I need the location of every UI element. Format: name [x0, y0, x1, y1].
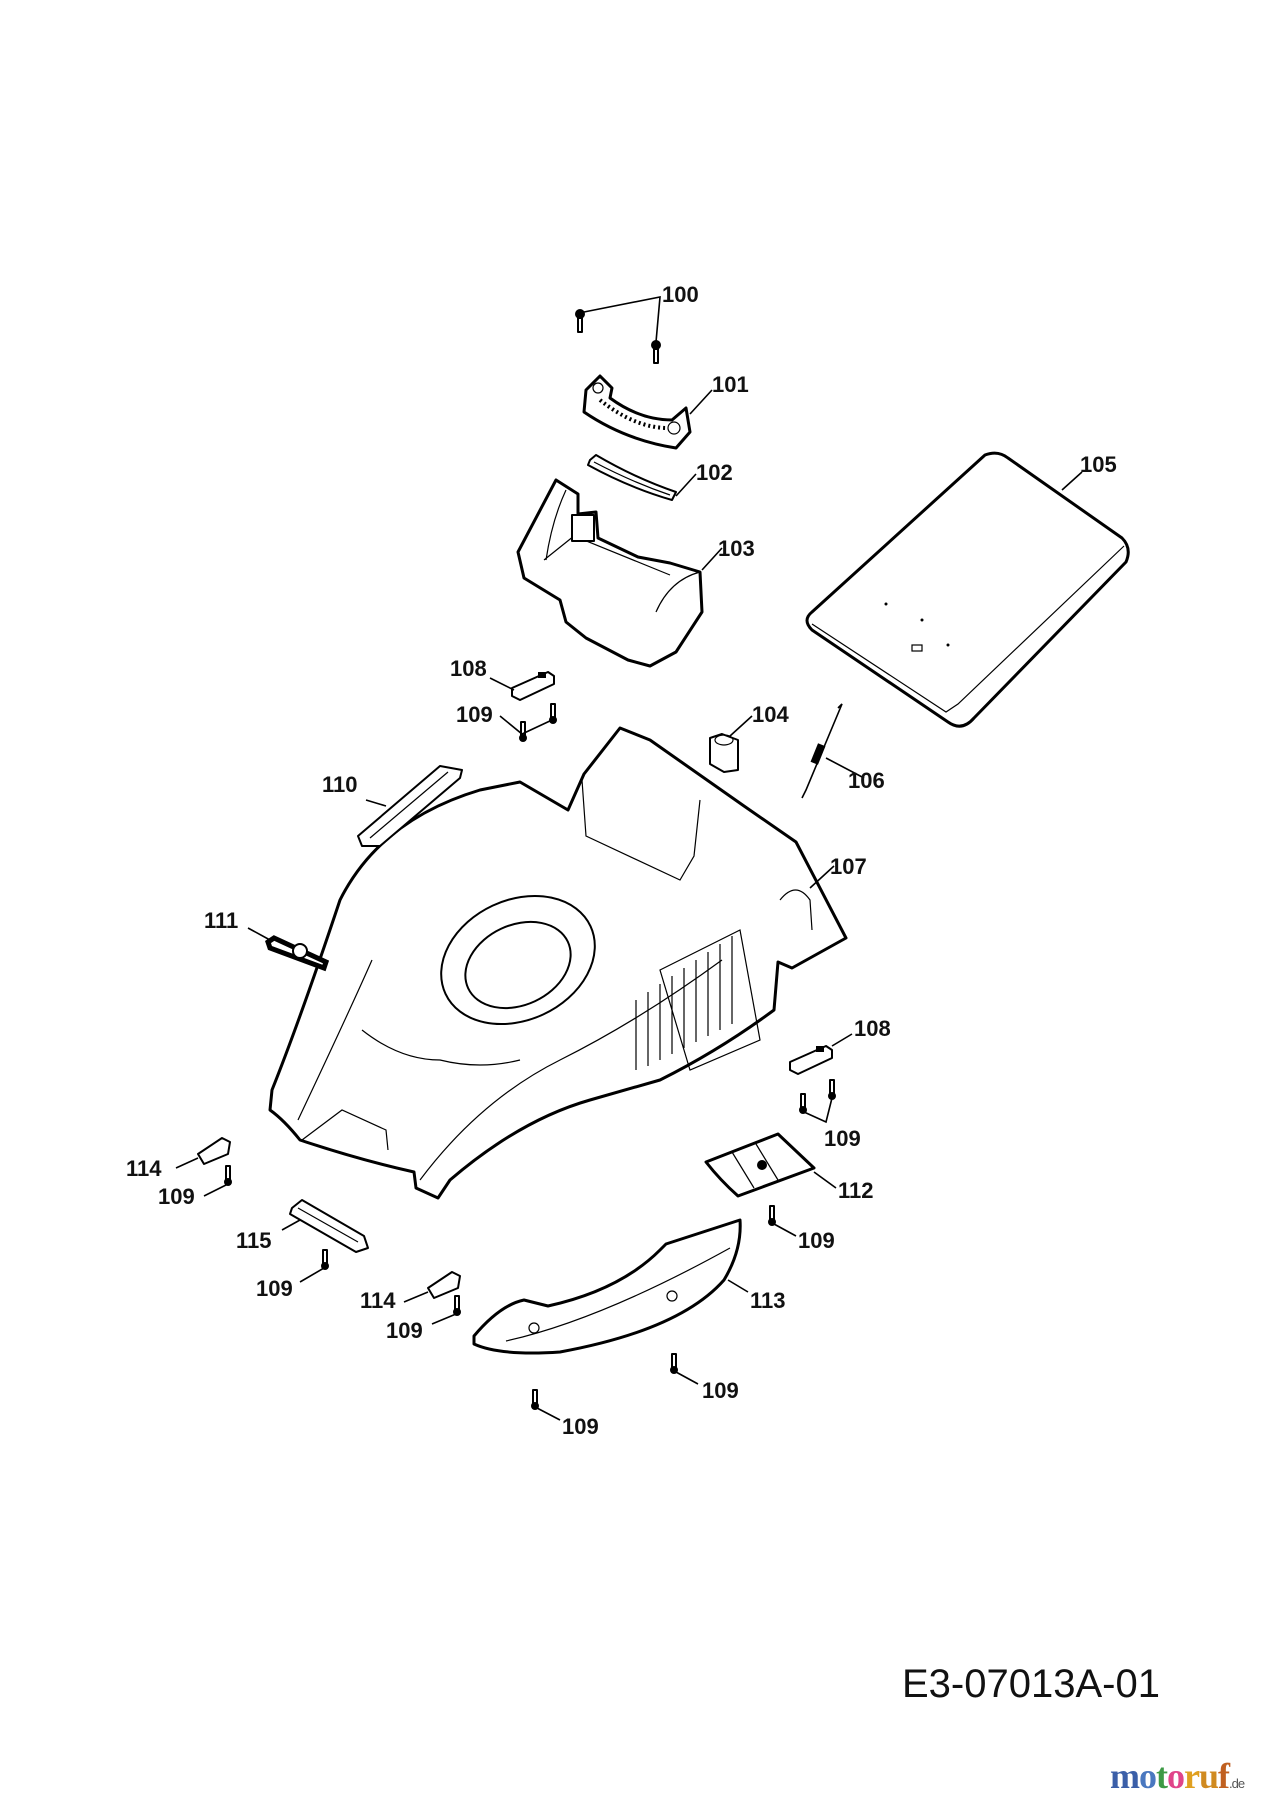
label-109-f[interactable]: 109 [798, 1228, 835, 1253]
motoruf-watermark: motoruf.de [1110, 1755, 1245, 1797]
label-109-h[interactable]: 109 [562, 1414, 599, 1439]
part-108-clip-upper[interactable] [489, 671, 555, 701]
label-113[interactable]: 113 [750, 1288, 786, 1313]
screw-icon [549, 703, 557, 724]
screw-icon [799, 1093, 807, 1114]
screw-icon [575, 309, 585, 333]
part-104-bushing[interactable] [709, 715, 753, 773]
label-114-left[interactable]: 114 [126, 1156, 162, 1181]
label-100[interactable]: 100 [662, 282, 699, 307]
label-115[interactable]: 115 [236, 1228, 272, 1253]
label-109-c[interactable]: 109 [158, 1184, 195, 1209]
label-105[interactable]: 105 [1080, 452, 1117, 477]
watermark-letter: o [1167, 1756, 1185, 1796]
screw-icon [768, 1205, 776, 1226]
label-112[interactable]: 112 [838, 1178, 874, 1203]
cooling-fins [635, 936, 733, 1070]
part-101-handle-cover[interactable] [582, 374, 713, 450]
watermark-letter: t [1156, 1756, 1168, 1796]
screw-icon [519, 721, 527, 742]
label-104[interactable]: 104 [752, 702, 789, 727]
screw-icon [453, 1295, 461, 1316]
label-102[interactable]: 102 [696, 460, 733, 485]
part-110-cover-strip[interactable] [357, 765, 463, 847]
label-108-upper[interactable]: 108 [450, 656, 487, 681]
drawing-code: E3-07013A-01 [902, 1662, 1160, 1706]
label-110[interactable]: 110 [322, 772, 358, 797]
label-101[interactable]: 101 [712, 372, 749, 397]
part-111-label-plate[interactable] [247, 927, 330, 972]
label-106[interactable]: 106 [848, 768, 885, 793]
label-107[interactable]: 107 [830, 854, 867, 879]
watermark-letter: u [1198, 1756, 1219, 1796]
screw-icon [828, 1079, 836, 1100]
watermark-letter: o [1139, 1756, 1157, 1796]
part-113-side-cover[interactable] [472, 1218, 749, 1355]
watermark-wordmark: motoruf [1110, 1756, 1230, 1796]
leader-line [583, 296, 661, 343]
watermark-letter: f [1218, 1756, 1230, 1796]
part-108-clip-lower[interactable] [789, 1033, 853, 1075]
label-109-g[interactable]: 109 [702, 1378, 739, 1403]
screw-icon [651, 340, 661, 364]
part-114-clip-left[interactable] [175, 1137, 231, 1169]
label-114-right[interactable]: 114 [360, 1288, 396, 1313]
label-109-a[interactable]: 109 [456, 702, 493, 727]
part-106-spring[interactable] [801, 703, 865, 799]
part-114-clip-right[interactable] [403, 1271, 461, 1303]
watermark-letter: r [1184, 1756, 1200, 1796]
part-102-handle-insert[interactable] [587, 454, 697, 501]
label-108-lower[interactable]: 108 [854, 1016, 891, 1041]
part-112-grille[interactable] [704, 1132, 837, 1198]
part-103-handle-housing[interactable] [516, 478, 723, 668]
part-107-deck-housing[interactable] [268, 726, 848, 1200]
part-labels: 100 101 102 103 104 105 106 107 108 108 … [126, 282, 1117, 1439]
part-100-screws[interactable] [575, 296, 661, 364]
screw-icon [531, 1389, 539, 1410]
label-109-e[interactable]: 109 [386, 1318, 423, 1343]
label-103[interactable]: 103 [718, 536, 755, 561]
part-105-rear-flap[interactable] [805, 451, 1130, 728]
watermark-tld: .de [1229, 1776, 1245, 1791]
screw-icon [670, 1353, 678, 1374]
screw-icon [321, 1249, 329, 1270]
screw-icon [224, 1165, 232, 1186]
label-109-b[interactable]: 109 [824, 1126, 861, 1151]
part-109-screws[interactable] [203, 703, 836, 1421]
label-111[interactable]: 111 [204, 908, 238, 933]
label-109-d[interactable]: 109 [256, 1276, 293, 1301]
part-115-cover-strip[interactable] [281, 1199, 369, 1253]
watermark-letter: m [1110, 1756, 1140, 1796]
